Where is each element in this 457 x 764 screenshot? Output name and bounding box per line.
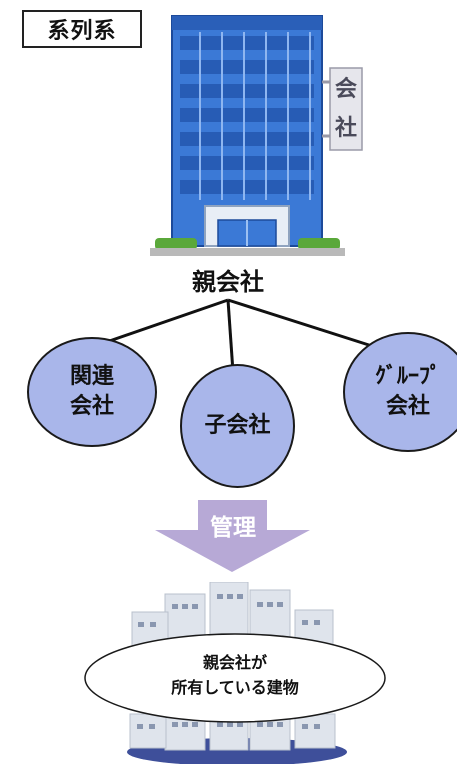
connector-left	[94, 298, 229, 348]
diagram-title: 系列系	[22, 10, 142, 48]
affiliated-company-line2: 会社	[69, 394, 114, 419]
sign-char-2: 社	[334, 116, 357, 141]
parent-company-label: 親会社	[192, 268, 264, 296]
connector-center	[226, 299, 235, 373]
owned-buildings-oval	[84, 633, 386, 723]
connector-right	[227, 298, 373, 348]
subsidiary-company-label: 子会社	[204, 413, 271, 439]
sign-char-1: 会	[334, 77, 357, 102]
management-arrow	[155, 500, 310, 572]
owned-buildings-line2: 所有している建物	[171, 677, 299, 697]
subsidiary-company-circle: 子会社	[180, 364, 295, 488]
group-company-circle: ｸﾞﾙｰﾌﾟ 会社	[343, 332, 457, 452]
affiliated-company-circle: 関連 会社	[27, 337, 157, 447]
owned-buildings-line1: 親会社が	[202, 653, 267, 672]
headquarters-building-illustration	[150, 15, 363, 256]
management-label: 管理	[210, 515, 256, 541]
group-company-line1: ｸﾞﾙｰﾌﾟ	[374, 364, 441, 390]
group-company-line2: 会社	[385, 394, 430, 419]
affiliated-company-line1: 関連	[69, 364, 114, 390]
owned-buildings-text: 親会社が 所有している建物	[100, 651, 370, 701]
